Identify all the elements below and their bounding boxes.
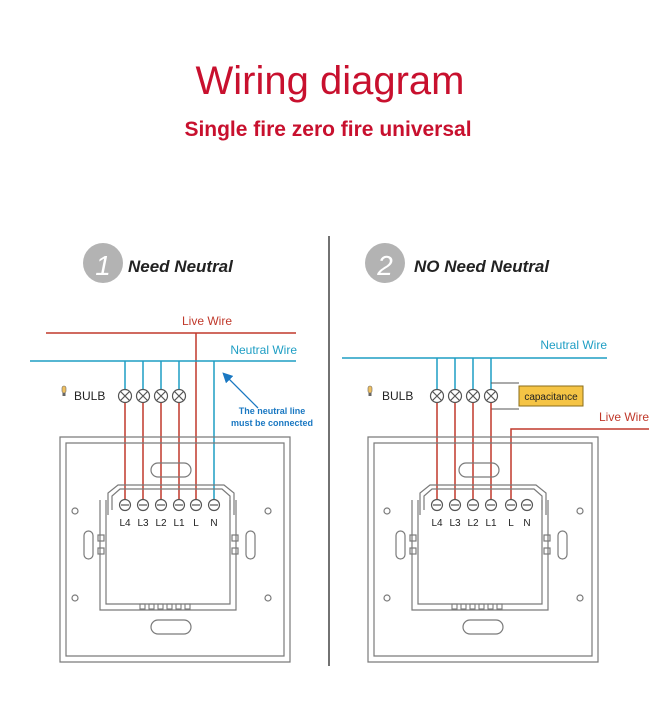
terminal-screws bbox=[118, 498, 221, 512]
bulb-label: BULB bbox=[74, 389, 105, 403]
terminal-label: N bbox=[210, 518, 217, 529]
terminal-label: L2 bbox=[155, 518, 167, 529]
page-subtitle: Single fire zero fire universal bbox=[184, 118, 471, 141]
step-badge-1 bbox=[83, 243, 123, 283]
live-wire-label: Live Wire bbox=[182, 314, 232, 328]
terminal-label: L bbox=[193, 518, 199, 529]
bulb-icon bbox=[61, 385, 67, 396]
panel-need-neutral: 1 Need Neutral Live Wire Neutral Wire BU… bbox=[30, 243, 313, 663]
note-line-1: The neutral line bbox=[239, 406, 306, 416]
bulb-symbols bbox=[117, 388, 187, 404]
bulb-icon bbox=[367, 385, 373, 396]
load-wires bbox=[436, 403, 492, 510]
terminal-label: L1 bbox=[173, 518, 185, 529]
bulb-neutral-links bbox=[436, 358, 492, 389]
terminal-screws bbox=[430, 498, 534, 512]
page-title: Wiring diagram bbox=[196, 59, 465, 103]
terminal-label: L3 bbox=[449, 518, 461, 529]
terminal-label: L bbox=[508, 518, 514, 529]
bulb-neutral-links bbox=[124, 361, 180, 389]
capacitance-label: capacitance bbox=[524, 392, 578, 403]
bottom-pins bbox=[451, 603, 503, 610]
terminal-label: N bbox=[523, 518, 530, 529]
step-badge-number: 2 bbox=[376, 250, 393, 281]
terminal-label: L2 bbox=[467, 518, 479, 529]
step-badge-2 bbox=[365, 243, 405, 283]
terminal-label: L4 bbox=[119, 518, 131, 529]
bulb-symbols bbox=[429, 388, 499, 404]
terminal-label: L3 bbox=[137, 518, 149, 529]
note-line-2: must be connected bbox=[231, 418, 313, 428]
live-wire-label: Live Wire bbox=[599, 410, 649, 424]
load-wires bbox=[124, 403, 180, 510]
capacitance-box bbox=[518, 385, 584, 407]
terminal-labels: L4 L3 L2 L1 L N bbox=[119, 518, 217, 529]
switch-plate bbox=[367, 436, 599, 663]
bulb-label: BULB bbox=[382, 389, 413, 403]
panel-heading: Need Neutral bbox=[128, 257, 234, 276]
switch-plate bbox=[59, 436, 291, 663]
terminal-label: L4 bbox=[431, 518, 443, 529]
terminal-labels: L4 L3 L2 L1 L N bbox=[431, 518, 530, 529]
neutral-wire-label: Neutral Wire bbox=[540, 338, 607, 352]
note-arrow-icon bbox=[222, 372, 259, 409]
bottom-pins bbox=[139, 603, 191, 610]
neutral-wire-label: Neutral Wire bbox=[230, 343, 297, 357]
terminal-label: L1 bbox=[485, 518, 497, 529]
panel-heading: NO Need Neutral bbox=[414, 257, 550, 276]
step-badge-number: 1 bbox=[95, 250, 111, 281]
panel-no-need-neutral: 2 NO Need Neutral Neutral Wire capacitan… bbox=[342, 243, 649, 663]
live-wire bbox=[510, 428, 649, 510]
